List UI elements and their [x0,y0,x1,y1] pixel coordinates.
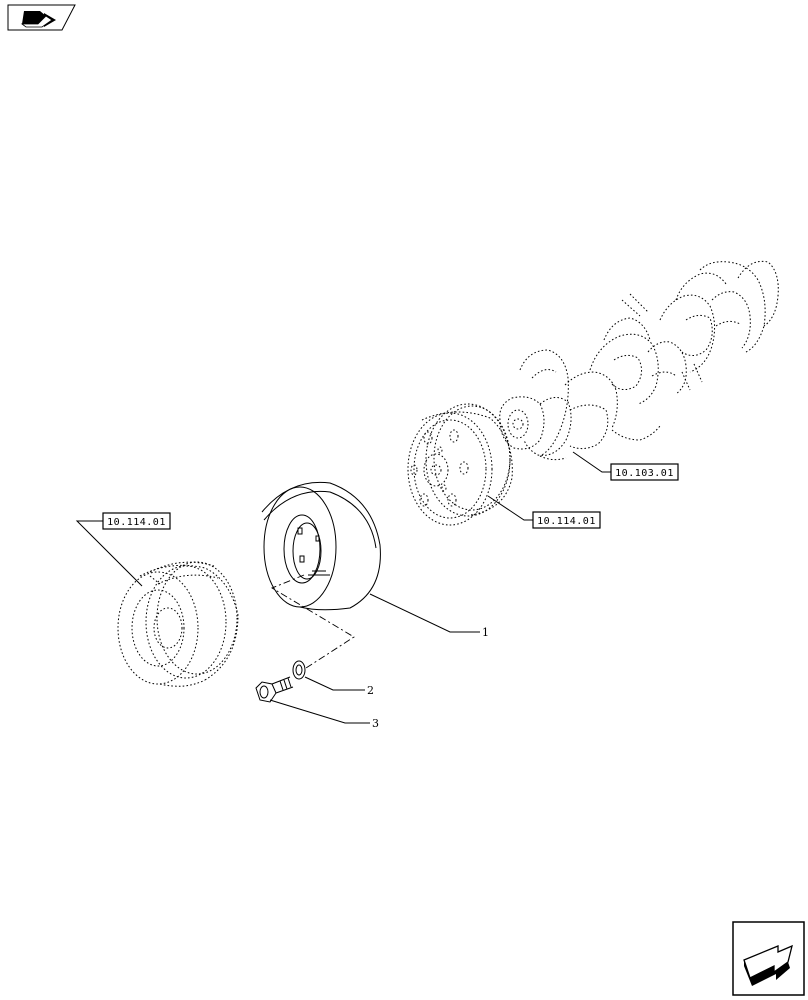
svg-text:10.103.01: 10.103.01 [615,468,674,479]
ref-box-crankshaft[interactable]: 10.103.01 [610,463,679,481]
ref-box-gear[interactable]: 10.114.01 [532,511,601,529]
crankshaft [499,260,779,461]
centerline [270,574,355,669]
leader-gear [487,495,533,521]
pulley-phantom [117,561,239,687]
callout-1: 1 [482,626,489,639]
hex-screw [255,676,294,703]
next-page-arrow-icon[interactable] [732,921,805,996]
leader-washer [304,676,365,691]
washer [292,660,306,680]
leader-crankshaft [572,451,611,473]
flywheel-gear [407,403,513,526]
leader-pulley [75,520,143,587]
leader-damper [369,593,480,633]
book-arrow-icon[interactable] [7,4,76,31]
callout-2: 2 [367,684,374,697]
svg-text:10.114.01: 10.114.01 [107,517,166,528]
ref-box-pulley[interactable]: 10.114.01 [102,512,171,530]
svg-text:10.114.01: 10.114.01 [537,516,596,527]
callout-3: 3 [372,717,379,730]
damper-pulley [261,481,381,611]
leader-screw [269,699,370,724]
